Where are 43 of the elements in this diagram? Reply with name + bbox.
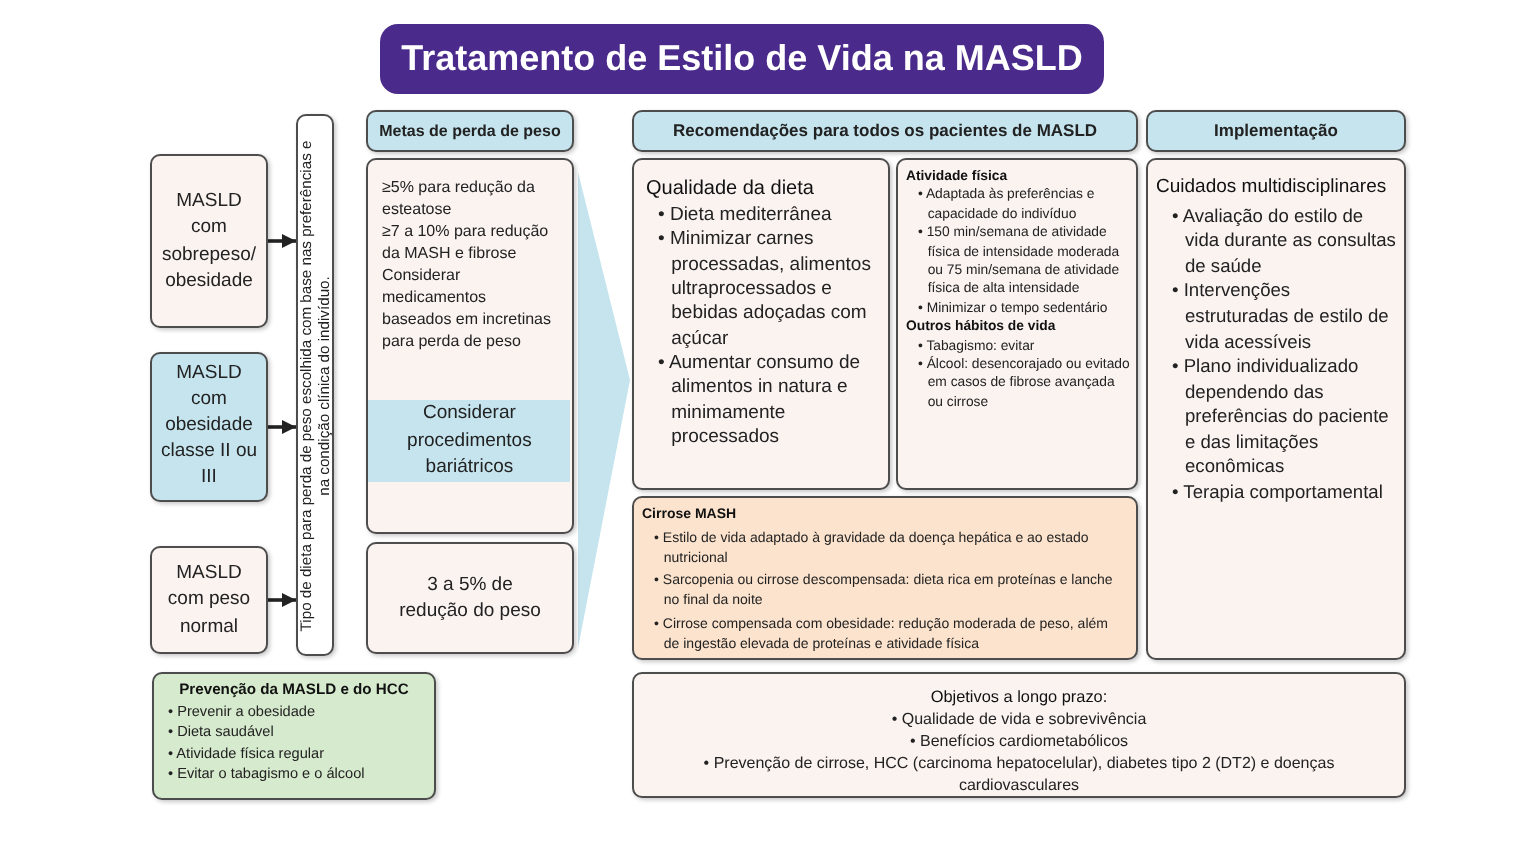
box-label: Metas de perda de peso xyxy=(379,121,561,141)
bullet-item: • Terapia comportamental xyxy=(1172,479,1385,505)
box-label: 3 a 5% de redução do peso xyxy=(397,571,543,625)
arrow xyxy=(268,420,296,434)
header-bar xyxy=(366,110,574,152)
objectives-panel xyxy=(632,672,1406,798)
prevention-panel xyxy=(152,672,436,800)
panel-heading: Cuidados multidisciplinares xyxy=(1156,176,1389,202)
info-panel xyxy=(1146,158,1406,660)
paragraph: ≥5% para redução da esteatose xyxy=(382,176,537,221)
box-label: MASLD com sobrepeso/ obesidade xyxy=(159,187,258,295)
header-bar xyxy=(632,110,1138,152)
bullet-item: • Prevenção de cirrose, HCC (carcinoma hepatocelular), diabetes tipo 2 (DT2) e doenças cardiovasculares xyxy=(701,752,1337,797)
panel-heading: Qualidade da dieta xyxy=(646,176,816,202)
arrow xyxy=(268,593,296,607)
box-label: MASLD com peso normal xyxy=(165,560,253,640)
chevron-arrow xyxy=(578,172,630,648)
goals-panel xyxy=(366,158,574,534)
panel-heading: Objetivos a longo prazo: xyxy=(928,686,1110,709)
goals-panel xyxy=(366,542,574,654)
paragraph: ≥7 a 10% para redução da MASH e fibrose xyxy=(382,220,551,265)
paragraph: Considerar medicamentos baseados em incretinas para perda de peso xyxy=(382,264,553,353)
highlight-band xyxy=(368,399,571,482)
condition-box xyxy=(150,546,268,654)
info-panel xyxy=(632,158,890,490)
info-panel xyxy=(896,158,1138,490)
box-label: Considerar procedimentos bariátricos xyxy=(405,400,534,481)
bullet-item: • Minimizar carnes processadas, alimentos ultraprocessados e bebidas adoçadas com açúcar xyxy=(658,228,873,353)
box-label: MASLD com obesidade classe II ou III xyxy=(158,362,260,492)
info-panel xyxy=(632,496,1138,660)
bullet-item: • Qualidade de vida e sobrevivência xyxy=(889,708,1149,731)
box-label: Recomendações para todos os pacientes de MASLD xyxy=(672,120,1098,142)
header-bar xyxy=(1146,110,1406,152)
bullet-item: • Aumentar consumo de alimentos in natura e minimamente processados xyxy=(658,352,863,451)
box-label: Implementação xyxy=(1214,120,1338,142)
bullet-item: • Intervenções estruturadas de estilo de vida acessíveis xyxy=(1172,278,1391,355)
title-banner: Tratamento de Estilo de Vida na MASLD xyxy=(380,24,1104,94)
bullet-item: • Dieta mediterrânea xyxy=(658,204,834,229)
arrow xyxy=(268,234,296,248)
bullet-item: • Plano individualizado dependendo das preferências do paciente e das limitações econômicas xyxy=(1172,354,1391,480)
condition-box xyxy=(150,154,268,328)
bullet-item: • Benefícios cardiometabólicos xyxy=(907,730,1131,753)
bullet-item: • Avaliação do estilo de vida durante as consultas de saúde xyxy=(1172,203,1398,279)
